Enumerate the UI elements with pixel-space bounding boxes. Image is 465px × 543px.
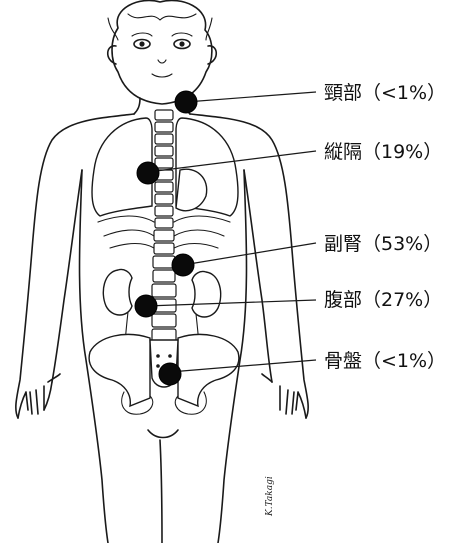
marker-mediastinum <box>137 162 159 184</box>
artist-signature: K.Takagi <box>265 476 275 517</box>
site-labels: 頸部（<1%） 縦隔（19%） 副腎（53%） 腹部（27%） 骨盤（<1%） <box>324 82 446 372</box>
label-abdomen: 腹部（27%） <box>324 289 442 311</box>
leader-adrenal <box>183 243 316 265</box>
marker-abdomen <box>135 295 157 317</box>
marker-pelvis <box>159 363 181 385</box>
marker-adrenal <box>172 254 194 276</box>
marker-head-neck <box>175 91 197 113</box>
label-head-neck: 頸部（<1%） <box>324 82 446 104</box>
label-pelvis: 骨盤（<1%） <box>324 350 446 372</box>
label-adrenal: 副腎（53%） <box>324 233 442 255</box>
label-mediastinum: 縦隔（19%） <box>324 141 442 163</box>
leader-head-neck <box>186 92 316 102</box>
